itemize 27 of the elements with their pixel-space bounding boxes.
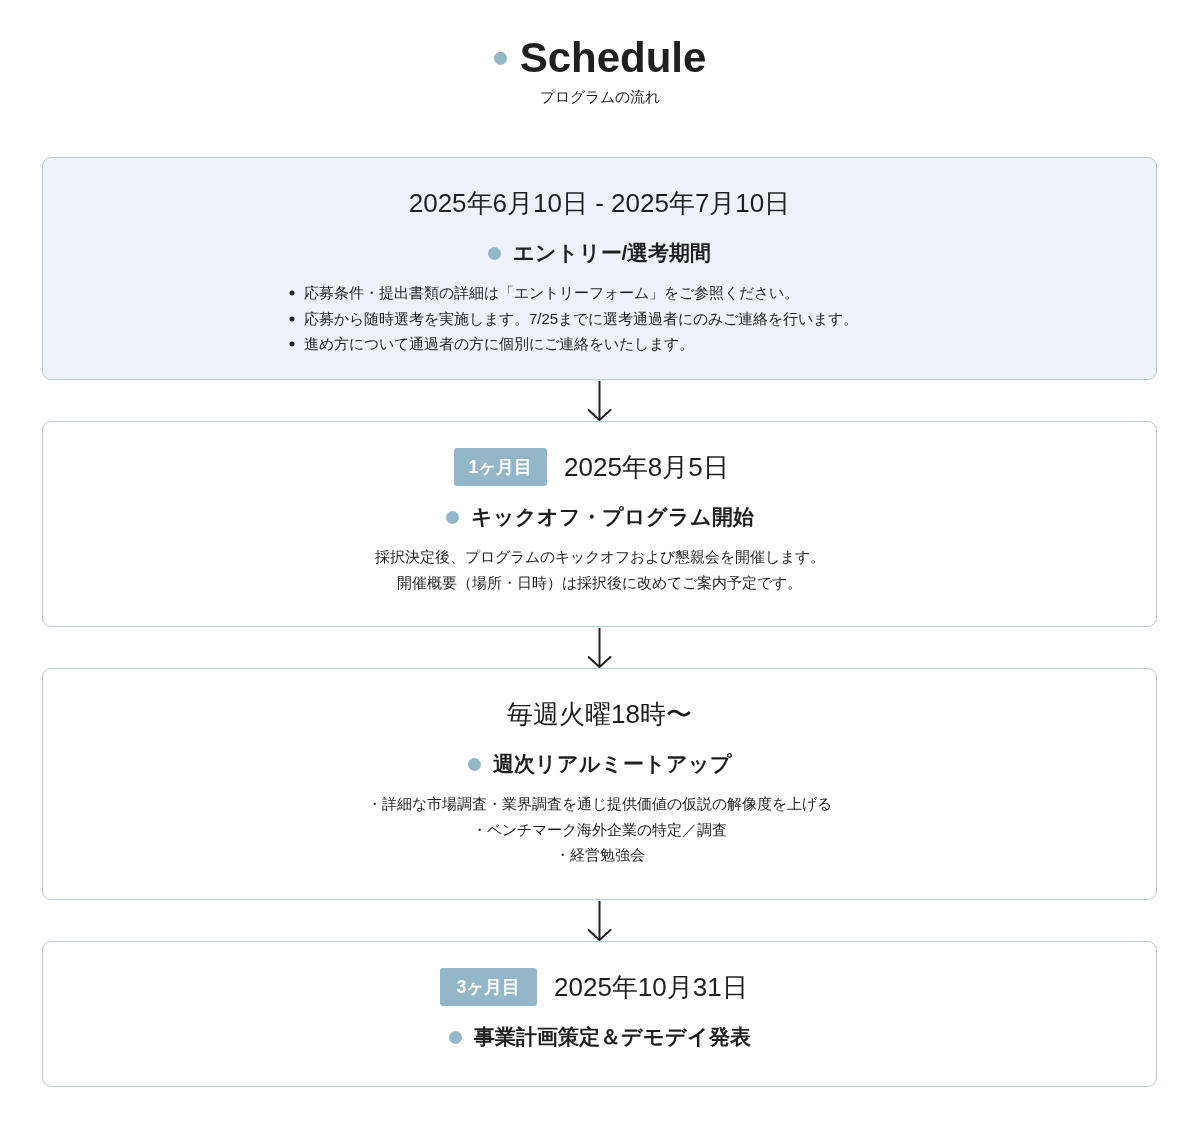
month-badge: 3ヶ月目 — [440, 968, 537, 1006]
step-heading: エントリー/選考期間 — [512, 240, 712, 266]
date-text: 2025年10月31日 — [554, 970, 748, 1004]
subtitle: プログラムの流れ — [540, 87, 660, 107]
step-heading: 事業計画策定＆デモデイ発表 — [473, 1024, 751, 1050]
list-item: 応募条件・提出書類の詳細は「エントリーフォーム」をご参照ください。 — [304, 283, 799, 303]
step-box — [42, 157, 1157, 380]
list-item: 進め方について通過者の方に個別にご連絡をいたします。 — [304, 334, 694, 354]
step-heading: キックオフ・プログラム開始 — [470, 504, 754, 530]
arrow — [587, 627, 612, 668]
list-item: 応募から随時選考を実施します。7/25までに選考通過者にのみご連絡を行います。 — [304, 309, 859, 328]
body-text: ・ベンチマーク海外企業の特定／調査 — [472, 820, 727, 839]
arrow — [587, 380, 612, 421]
body-text: ・経営勉強会 — [554, 845, 645, 865]
body-text: ・詳細な市場調査・業界調査を通じ提供価値の仮説の解像度を上げる — [367, 794, 832, 814]
body-text: 採択決定後、プログラムのキックオフおよび懇親会を開催します。 — [374, 547, 825, 567]
step-heading: 週次リアルミートアップ — [492, 751, 732, 777]
arrow — [587, 900, 612, 941]
title: Schedule — [519, 33, 707, 83]
month-badge: 1ヶ月目 — [454, 448, 547, 486]
date-text: 毎週火曜18時〜 — [507, 697, 692, 731]
step-box — [42, 941, 1157, 1087]
body-text: 開催概要（場所・日時）は採択後に改めてご案内予定です。 — [397, 573, 802, 592]
date-text: 2025年8月5日 — [564, 450, 729, 484]
date-text: 2025年6月10日 - 2025年7月10日 — [408, 186, 791, 220]
step-box — [42, 421, 1157, 627]
step-box — [42, 668, 1157, 900]
